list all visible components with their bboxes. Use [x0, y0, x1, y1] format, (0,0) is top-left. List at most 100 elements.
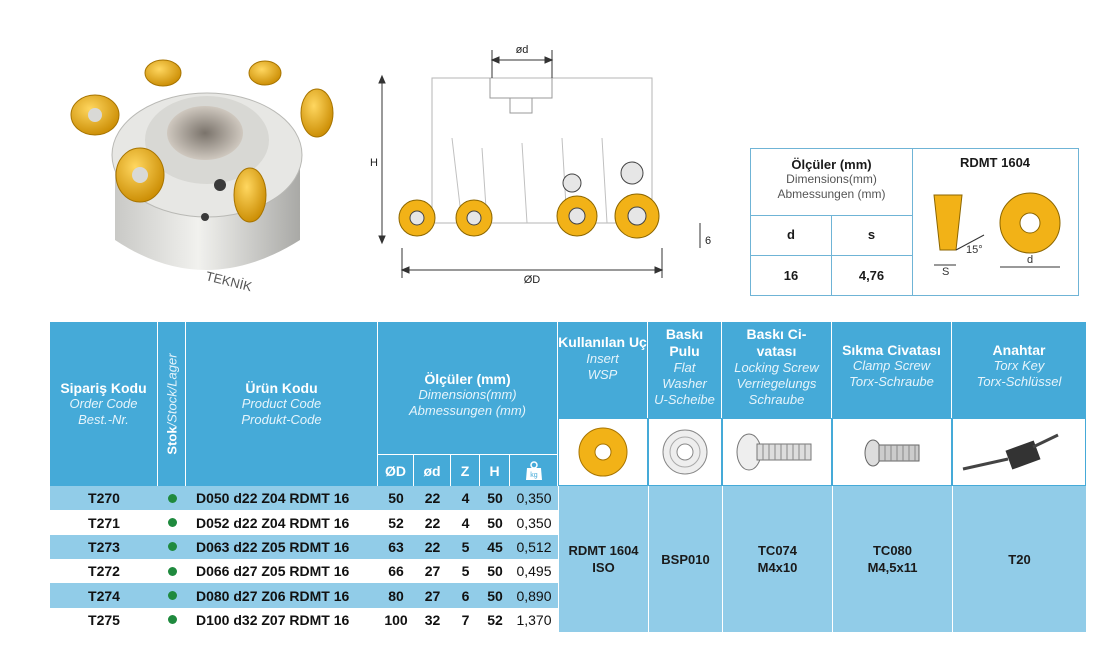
- label-s: S: [942, 266, 949, 278]
- spec-dimensions: Ölçüler (mm) Dimensions(mm) Abmessungen …: [751, 149, 913, 296]
- product-code-cell: D080 d27 Z06 RDMT 16: [186, 583, 378, 608]
- dim-z-cell: 7: [451, 607, 480, 633]
- brand-engraving: TEKNİK: [204, 268, 254, 294]
- technical-drawing: ød H ØD 6: [362, 38, 722, 288]
- dim-z-cell: 4: [451, 486, 480, 511]
- spec-insert: RDMT 1604 15° S d: [912, 149, 1078, 295]
- header-washer: Baskı Pulu Flat Washer U-Scheibe: [648, 322, 722, 418]
- insert-image: [558, 418, 648, 486]
- dim-d-cell: 22: [414, 486, 451, 511]
- insert-spec-box: Ölçüler (mm) Dimensions(mm) Abmessungen …: [750, 148, 1079, 296]
- dim-d-cell: 22: [414, 510, 451, 536]
- locking-screw-value: TC074 M4x10: [722, 486, 832, 632]
- subheader-z: Z: [451, 454, 480, 486]
- product-photo: TEKNİK: [55, 45, 345, 305]
- stock-dot-icon: [167, 542, 177, 552]
- clamp-screw-image: [832, 418, 952, 486]
- clamp-screw-value: TC080 M4,5x11: [832, 486, 952, 632]
- stock-dot-icon: [167, 566, 177, 576]
- weight-icon: kg: [525, 460, 542, 480]
- order-code-cell: T272: [50, 558, 158, 584]
- insert-value: RDMT 1604 ISO: [558, 486, 648, 632]
- subheader-D: ØD: [378, 454, 414, 486]
- svg-text:kg: kg: [530, 472, 538, 479]
- order-code-cell: T271: [50, 510, 158, 536]
- spec-val-s: 4,76: [858, 268, 885, 283]
- torx-key-image: [952, 418, 1086, 486]
- dim-h: H: [370, 157, 378, 169]
- dim-h-cell: 45: [480, 534, 510, 560]
- subheader-h: H: [480, 454, 510, 486]
- stock-dot-icon: [167, 615, 177, 625]
- stock-cell: [158, 486, 186, 511]
- stock-dot-icon: [167, 518, 177, 528]
- order-code-cell: T274: [50, 583, 158, 608]
- dim-D-cell: 50: [378, 486, 414, 511]
- dim-z-cell: 5: [451, 534, 480, 560]
- insert-title: RDMT 1604: [959, 155, 1031, 170]
- weight-cell: 0,495: [510, 558, 558, 584]
- dim-d-cell: 32: [414, 607, 451, 633]
- dim-D-cell: 100: [378, 607, 414, 633]
- dim-d-cell: 22: [414, 534, 451, 560]
- product-code-cell: D063 d22 Z05 RDMT 16: [186, 534, 378, 560]
- product-code-cell: D050 d22 Z04 RDMT 16: [186, 486, 378, 511]
- header-stock: Stok/Stock/Lager: [158, 322, 186, 486]
- product-table: Sipariş Kodu Order Code Best.-Nr. Stok/S…: [50, 322, 1086, 633]
- header-insert: Kullanılan Uç Insert WSP: [558, 322, 648, 418]
- spec-col-d: d: [751, 215, 832, 256]
- spec-col-s: s: [831, 215, 912, 256]
- subheader-d: ød: [414, 454, 451, 486]
- order-code-cell: T275: [50, 607, 158, 633]
- angle-label: 15°: [966, 244, 983, 256]
- dim-D-cell: 63: [378, 534, 414, 560]
- dim-h-cell: 50: [480, 583, 510, 608]
- dim-d-cell: 27: [414, 558, 451, 584]
- order-code-cell: T273: [50, 534, 158, 560]
- order-code-cell: T270: [50, 486, 158, 511]
- header-clamp-screw: Sıkma Civatası Clamp Screw Torx-Schraube: [832, 322, 952, 418]
- product-code-cell: D052 d22 Z04 RDMT 16: [186, 510, 378, 536]
- stock-cell: [158, 534, 186, 560]
- stock-cell: [158, 607, 186, 633]
- key-value: T20: [952, 486, 1086, 632]
- locking-screw-image: [722, 418, 832, 486]
- weight-cell: 0,350: [510, 486, 558, 511]
- dim-h-cell: 50: [480, 558, 510, 584]
- weight-cell: 0,350: [510, 510, 558, 536]
- stock-dot-icon: [167, 493, 177, 503]
- spec-subtitle-en: Dimensions(mm): [786, 172, 877, 186]
- label-d: d: [1027, 254, 1033, 266]
- dim-big-d: ØD: [524, 274, 541, 286]
- spec-header: Ölçüler (mm) Dimensions(mm) Abmessungen …: [751, 149, 912, 216]
- header-order-code: Sipariş Kodu Order Code Best.-Nr.: [50, 322, 158, 486]
- stock-dot-icon: [167, 591, 177, 601]
- dim-z-cell: 6: [451, 583, 480, 608]
- dim-z-cell: 4: [451, 510, 480, 536]
- weight-cell: 0,890: [510, 583, 558, 608]
- header-product-code: Ürün Kodu Product Code Produkt-Code: [186, 322, 378, 486]
- stock-cell: [158, 558, 186, 584]
- dim-D-cell: 52: [378, 510, 414, 536]
- washer-value: BSP010: [648, 486, 722, 632]
- dim-h-cell: 52: [480, 607, 510, 633]
- product-code-cell: D066 d27 Z05 RDMT 16: [186, 558, 378, 584]
- weight-cell: 0,512: [510, 534, 558, 560]
- header-locking-screw: Baskı Ci-vatası Locking Screw Verriegelu…: [722, 322, 832, 418]
- subheader-weight: kg: [510, 454, 558, 486]
- washer-image: [648, 418, 722, 486]
- product-code-cell: D100 d32 Z07 RDMT 16: [186, 607, 378, 633]
- spec-subtitle-de: Abmessungen (mm): [777, 187, 886, 201]
- dim-D-cell: 66: [378, 558, 414, 584]
- dim-h-cell: 50: [480, 510, 510, 536]
- header-key: Anahtar Torx Key Torx-Schlüssel: [952, 322, 1086, 418]
- dim-6: 6: [705, 235, 711, 247]
- dim-z-cell: 5: [451, 558, 480, 584]
- stock-cell: [158, 583, 186, 608]
- dim-small-d: ød: [516, 44, 529, 56]
- dim-h-cell: 50: [480, 486, 510, 511]
- insert-diagram: 15° S d: [933, 192, 1061, 278]
- header-dimensions: Ölçüler (mm) Dimensions(mm) Abmessungen …: [378, 322, 558, 454]
- dim-D-cell: 80: [378, 583, 414, 608]
- spec-title: Ölçüler (mm): [791, 157, 872, 172]
